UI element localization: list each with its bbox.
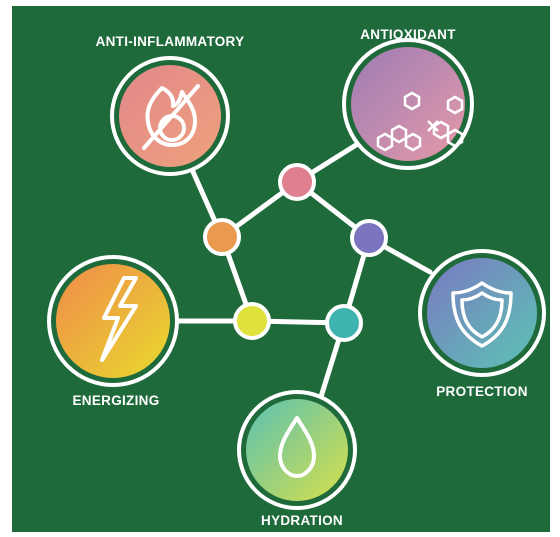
protection-node xyxy=(418,249,546,377)
energizing-circle xyxy=(56,264,170,378)
small-nodes xyxy=(203,163,388,342)
label-antioxidant: ANTIOXIDANT xyxy=(360,27,456,42)
antioxidant-node xyxy=(342,38,474,170)
no-fire-icon xyxy=(142,84,200,150)
antioxidant-circle xyxy=(351,47,465,161)
node-pink xyxy=(278,163,316,201)
energizing-node xyxy=(47,255,179,387)
molecule-hexagon-icon xyxy=(376,91,464,152)
label-hydration: HYDRATION xyxy=(261,513,343,528)
anti-inflammatory-node xyxy=(110,56,230,176)
node-orange xyxy=(203,218,241,256)
protection-circle xyxy=(427,258,537,368)
lightning-icon xyxy=(100,276,138,362)
hydration-node xyxy=(237,390,357,510)
water-drop-icon xyxy=(278,416,316,478)
label-energizing: ENERGIZING xyxy=(72,393,160,408)
node-teal xyxy=(325,304,363,342)
shield-icon xyxy=(451,281,513,348)
hydration-circle xyxy=(246,399,348,501)
node-yellow xyxy=(233,302,271,340)
node-purple xyxy=(350,219,388,257)
label-anti-inflammatory: ANTI-INFLAMMATORY xyxy=(95,34,245,49)
label-protection: PROTECTION xyxy=(436,384,528,399)
